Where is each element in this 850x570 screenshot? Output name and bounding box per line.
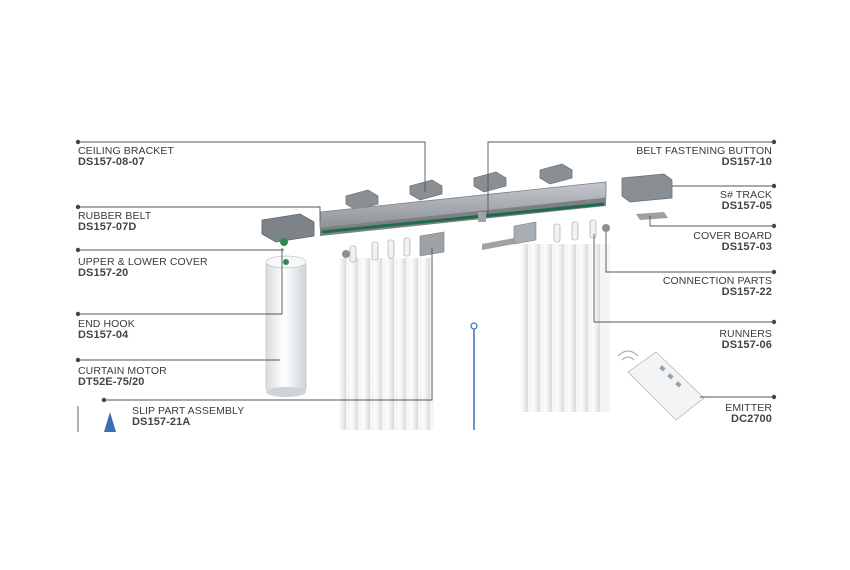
emitter-code: DC2700: [731, 413, 772, 425]
upper-lower-cover-name: UPPER & LOWER COVER: [78, 256, 208, 268]
edge-accent-shape: [104, 412, 116, 432]
end-hook-name: END HOOK: [78, 318, 135, 330]
curtain-motor: [265, 255, 307, 397]
end-hook-code: DS157-04: [78, 329, 129, 341]
left-curtain-panel: [338, 258, 434, 430]
curtain-motor-name: CURTAIN MOTOR: [78, 365, 167, 377]
label-upper-lower-cover: UPPER & LOWER COVER DS157-20: [78, 257, 208, 279]
end-cover: [621, 173, 673, 220]
label-emitter: EMITTER DC2700: [725, 403, 772, 425]
connection-parts-code: DS157-22: [721, 286, 772, 298]
center-accent-dot: [470, 322, 478, 330]
belt-fastening-button-code: DS157-10: [721, 156, 772, 168]
label-s-track: S# TRACK DS157-05: [720, 190, 772, 212]
label-rubber-belt: RUBBER BELT DS157-07D: [78, 211, 151, 233]
slip-part-assembly-code: DS157-21A: [132, 416, 191, 428]
slip-part-assembly-name: SLIP PART ASSEMBLY: [132, 405, 245, 417]
right-runners: [482, 219, 610, 250]
s-track-name: S# TRACK: [720, 189, 772, 201]
label-end-hook: END HOOK DS157-04: [78, 319, 135, 341]
label-curtain-motor: CURTAIN MOTOR DT52E-75/20: [78, 366, 167, 388]
ceiling-bracket-code: DS157-08-07: [78, 156, 145, 168]
label-ceiling-bracket: CEILING BRACKET DS157-08-07: [78, 146, 174, 168]
upper-cover: [261, 213, 315, 246]
cover-board-name: COVER BOARD: [693, 230, 772, 242]
curtain-motor-code: DT52E-75/20: [78, 376, 145, 388]
emitter-remote: [617, 350, 705, 421]
label-slip-part-assembly: SLIP PART ASSEMBLY DS157-21A: [132, 406, 244, 428]
leader-lines: [78, 141, 774, 401]
s-track: [319, 181, 607, 236]
runners-name: RUNNERS: [719, 328, 772, 340]
rubber-belt-code: DS157-07D: [78, 221, 137, 233]
s-track-code: DS157-05: [721, 200, 772, 212]
left-runners: [342, 231, 445, 263]
rubber-belt-name: RUBBER BELT: [78, 210, 152, 222]
right-curtain-panel: [520, 244, 610, 412]
ceiling-brackets: [345, 163, 573, 211]
belt-fastening-button-name: BELT FASTENING BUTTON: [636, 145, 772, 157]
label-cover-board: COVER BOARD DS157-03: [693, 231, 772, 253]
runners-code: DS157-06: [721, 339, 772, 351]
emitter-name: EMITTER: [725, 402, 772, 414]
label-belt-fastening-button: BELT FASTENING BUTTON DS157-10: [636, 146, 772, 168]
label-runners: RUNNERS DS157-06: [719, 329, 772, 351]
cover-board-code: DS157-03: [721, 241, 772, 253]
label-connection-parts: CONNECTION PARTS DS157-22: [663, 276, 772, 298]
connection-parts-name: CONNECTION PARTS: [662, 275, 772, 287]
leader-endpoints: [75, 139, 777, 403]
ceiling-bracket-name: CEILING BRACKET: [78, 145, 175, 157]
upper-lower-cover-code: DS157-20: [78, 267, 129, 279]
